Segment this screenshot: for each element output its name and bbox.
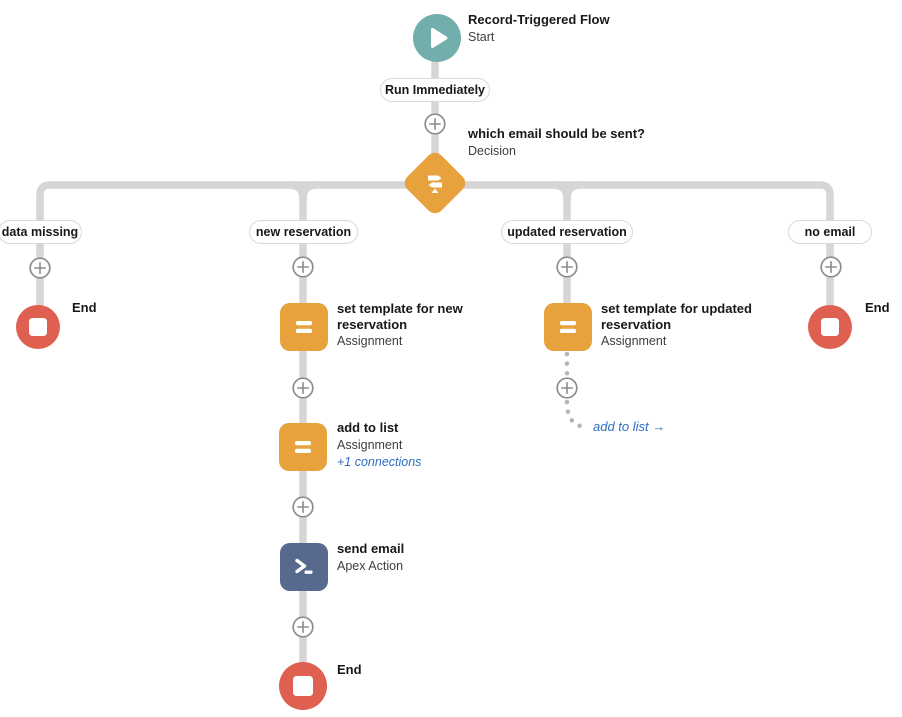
assignment-node-add-to-list[interactable] [279, 423, 327, 471]
node-title: add to list [337, 420, 399, 435]
assignment-icon [555, 314, 581, 340]
add-element-button-no-email[interactable] [820, 256, 842, 278]
run-immediately-badge: Run Immediately [380, 78, 490, 102]
start-node-labels: Record-Triggered Flow Start [468, 12, 610, 45]
end-icon [279, 662, 327, 710]
end-node-no-email[interactable] [808, 305, 852, 349]
terminal-icon [291, 554, 317, 580]
run-immediately-label: Run Immediately [384, 83, 486, 97]
assignment-node-set-template-updated[interactable] [544, 303, 592, 351]
add-element-button-after-send-email[interactable] [292, 616, 314, 638]
add-element-button-after-set-template-new[interactable] [292, 377, 314, 399]
assignment-node-add-to-list-labels: add to list Assignment +1 connections [337, 420, 421, 470]
branch-label-new-reservation: new reservation [249, 220, 358, 244]
node-subtitle: Assignment [337, 437, 403, 452]
goto-add-to-list-link[interactable]: add to list → [593, 419, 666, 434]
assignment-node-set-template-new[interactable] [280, 303, 328, 351]
apex-action-node-send-email-labels: send email Apex Action [337, 541, 404, 574]
connector-goto-dotted[interactable] [564, 351, 591, 430]
play-icon [413, 14, 461, 62]
add-element-button-main[interactable] [424, 113, 446, 135]
node-subtitle: Apex Action [337, 558, 404, 573]
add-element-button-data-missing[interactable] [29, 257, 51, 279]
node-subtitle: Assignment [337, 334, 403, 348]
assignment-node-set-template-updated-labels: set template for updated reservation Ass… [601, 301, 776, 349]
decision-node-title: which email should be sent? [468, 126, 645, 141]
end-icon [808, 305, 852, 349]
branch-label-text: new reservation [255, 225, 352, 239]
branch-label-text: no email [804, 225, 856, 239]
end-node-new-reservation[interactable] [279, 662, 327, 710]
apex-action-node-send-email[interactable] [280, 543, 328, 591]
branch-label-data-missing: data missing [0, 220, 82, 244]
end-node-label: End [865, 300, 890, 315]
connections-link[interactable]: +1 connections [337, 454, 422, 469]
branch-label-updated-reservation: updated reservation [501, 220, 633, 244]
start-node-subtitle: Start [468, 29, 495, 44]
node-title: send email [337, 541, 405, 556]
end-node-label: End [337, 662, 362, 677]
end-node-data-missing[interactable] [16, 305, 60, 349]
end-node-data-missing-labels: End [72, 300, 97, 316]
assignment-node-set-template-new-labels: set template for new reservation Assignm… [337, 301, 497, 349]
node-subtitle: Assignment [601, 334, 667, 348]
end-node-no-email-labels: End [865, 300, 890, 316]
branch-label-text: data missing [1, 225, 79, 239]
add-element-button-after-add-to-list[interactable] [292, 496, 314, 518]
assignment-icon [291, 314, 317, 340]
decision-node-labels: which email should be sent? Decision [468, 126, 645, 159]
assignment-icon [290, 434, 316, 460]
end-icon [16, 305, 60, 349]
add-element-button-updated-reservation[interactable] [556, 256, 578, 278]
end-node-new-reservation-labels: End [337, 662, 362, 678]
branch-label-no-email: no email [788, 220, 872, 244]
end-node-label: End [72, 300, 97, 315]
add-element-button-new-reservation[interactable] [292, 256, 314, 278]
add-element-button-goto-branch[interactable] [556, 377, 578, 399]
decision-node-subtitle: Decision [468, 143, 516, 158]
start-node[interactable] [413, 14, 461, 62]
node-title: set template for new reservation [337, 301, 463, 332]
decision-node[interactable] [401, 149, 469, 217]
branch-label-text: updated reservation [507, 225, 627, 239]
connector-branch-data-missing [36, 181, 435, 308]
connector-branch-no-email [435, 181, 834, 308]
node-title: set template for updated reservation [601, 301, 752, 332]
start-node-title: Record-Triggered Flow [468, 12, 610, 27]
decision-icon [411, 159, 459, 207]
